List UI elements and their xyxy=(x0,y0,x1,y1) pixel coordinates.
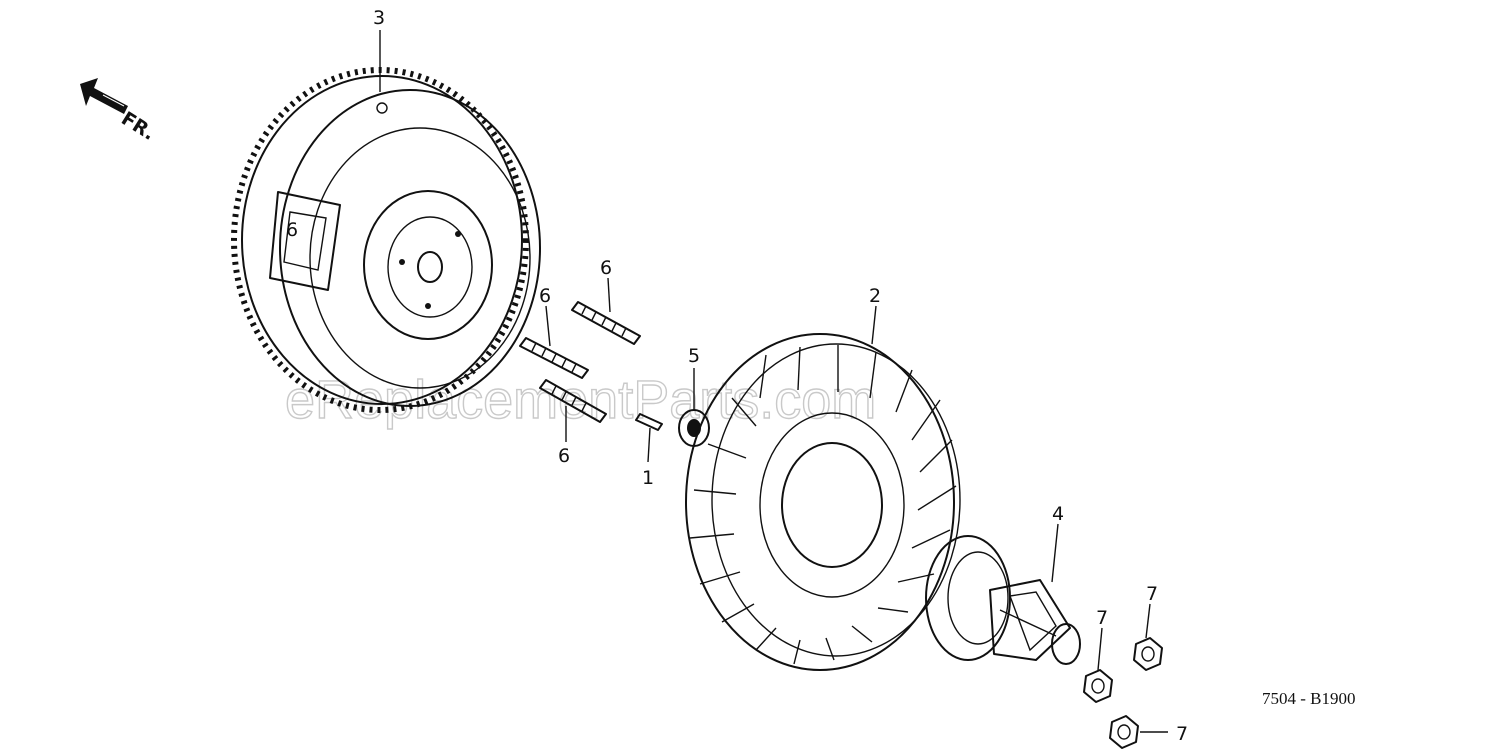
fan-blades xyxy=(689,345,957,665)
stud-middle[interactable] xyxy=(519,337,589,379)
callout-6-upper: 6 xyxy=(600,257,612,279)
cooling-fan[interactable] xyxy=(685,333,961,671)
nut-right[interactable] xyxy=(1133,637,1163,671)
callout-7-right: 7 xyxy=(1146,583,1158,605)
callout-6-lower: 6 xyxy=(558,445,570,467)
nut-middle[interactable] xyxy=(1083,669,1113,703)
callout-7-middle: 7 xyxy=(1096,607,1108,629)
flywheel-ring-gear xyxy=(231,67,529,413)
flywheel-mark: 6 xyxy=(286,219,298,241)
callout-1: 1 xyxy=(642,467,654,489)
callout-7-bottom: 7 xyxy=(1176,723,1188,745)
pin[interactable] xyxy=(635,413,663,431)
callout-6-middle: 6 xyxy=(539,285,551,307)
flywheel[interactable] xyxy=(231,67,541,413)
leader-lines xyxy=(379,30,1168,733)
starter-pulley[interactable] xyxy=(925,535,1081,665)
stud-upper[interactable] xyxy=(571,301,641,345)
fan-center-opening xyxy=(781,442,883,568)
diagram-part-code: 7504 - B1900 xyxy=(1262,689,1356,708)
nut-bottom[interactable] xyxy=(1109,715,1139,749)
callout-4: 4 xyxy=(1052,503,1064,525)
callout-2: 2 xyxy=(869,285,881,307)
callout-3: 3 xyxy=(373,7,385,29)
front-direction-arrow-icon xyxy=(80,78,128,114)
stud-lower[interactable] xyxy=(539,379,607,423)
flywheel-hub xyxy=(363,190,493,340)
callout-5: 5 xyxy=(688,345,700,367)
